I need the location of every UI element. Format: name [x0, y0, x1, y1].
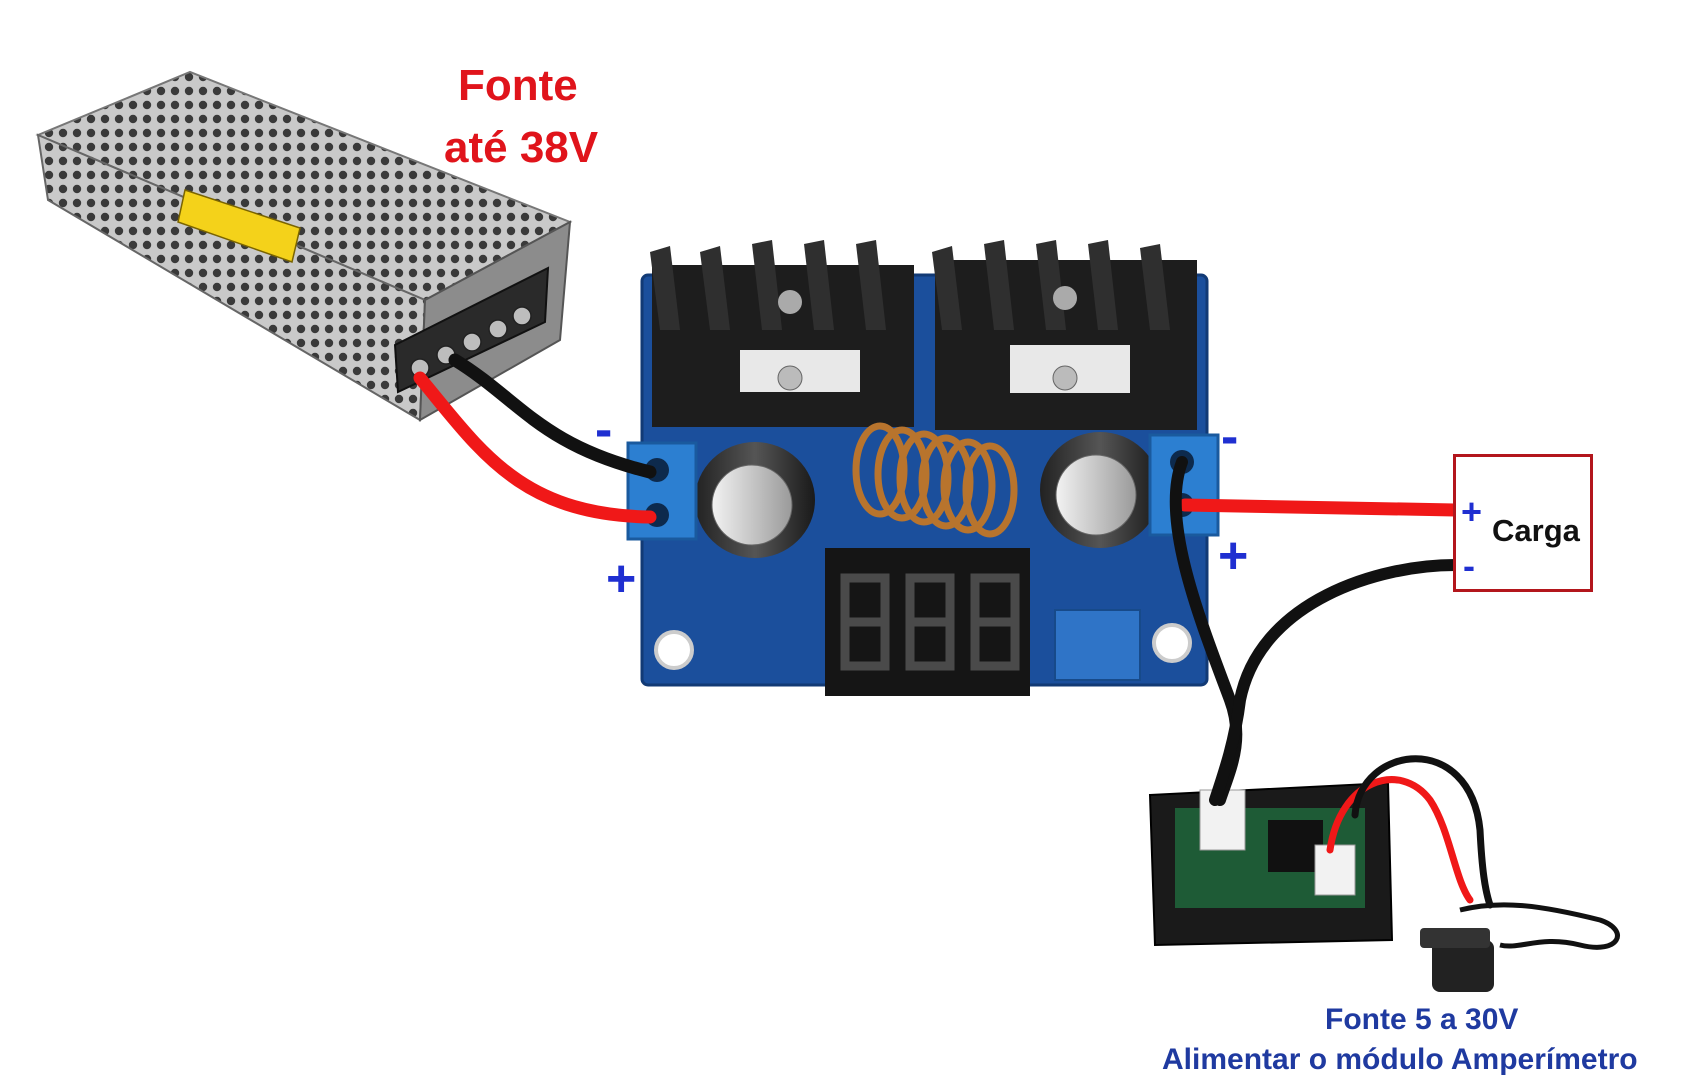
wire-red-adapter — [1326, 776, 1474, 904]
capacitor-right — [1040, 432, 1160, 548]
wall-adapter — [1420, 902, 1620, 992]
load-box — [1453, 454, 1593, 592]
load-minus-sign: - — [1463, 545, 1475, 586]
inductor-coil — [852, 422, 1018, 538]
input-plus-sign: + — [606, 550, 637, 608]
adapter-label-line1: Fonte 5 a 30V — [1325, 1003, 1519, 1036]
wire-black-adapter — [1351, 755, 1494, 909]
heatsink-right — [932, 240, 1197, 430]
white-connector — [1314, 844, 1356, 896]
mounting-hole — [654, 630, 694, 670]
seven-segment-display — [825, 548, 1030, 696]
ammeter-module — [1148, 781, 1394, 947]
output-terminal-block — [1148, 433, 1220, 537]
wire-black-input — [448, 353, 657, 479]
wire-black-load — [1209, 559, 1461, 806]
buck-converter-module — [626, 240, 1220, 696]
source-title-line2: até 38V — [444, 123, 599, 172]
input-minus-sign: - — [595, 401, 613, 459]
warning-sticker — [177, 189, 301, 263]
input-terminal-block — [626, 441, 698, 541]
adapter-label-line2: Alimentar o módulo Amperímetro — [1162, 1043, 1638, 1076]
psu-terminal-block — [393, 266, 550, 394]
wire-red-output — [1178, 498, 1462, 517]
output-minus-sign: - — [1221, 408, 1239, 466]
trimmer-potentiometer — [1054, 609, 1141, 681]
output-plus-sign: + — [1218, 527, 1249, 585]
wires — [413, 353, 1494, 909]
power-supply-unit — [35, 70, 573, 422]
heatsink-left — [650, 240, 914, 427]
source-title-line1: Fonte — [458, 61, 578, 110]
load-plus-sign: + — [1461, 491, 1483, 532]
mounting-hole — [1152, 623, 1192, 663]
load-label: Carga — [1492, 513, 1580, 548]
wire-red-input — [413, 371, 657, 524]
capacitor-left — [695, 442, 815, 558]
